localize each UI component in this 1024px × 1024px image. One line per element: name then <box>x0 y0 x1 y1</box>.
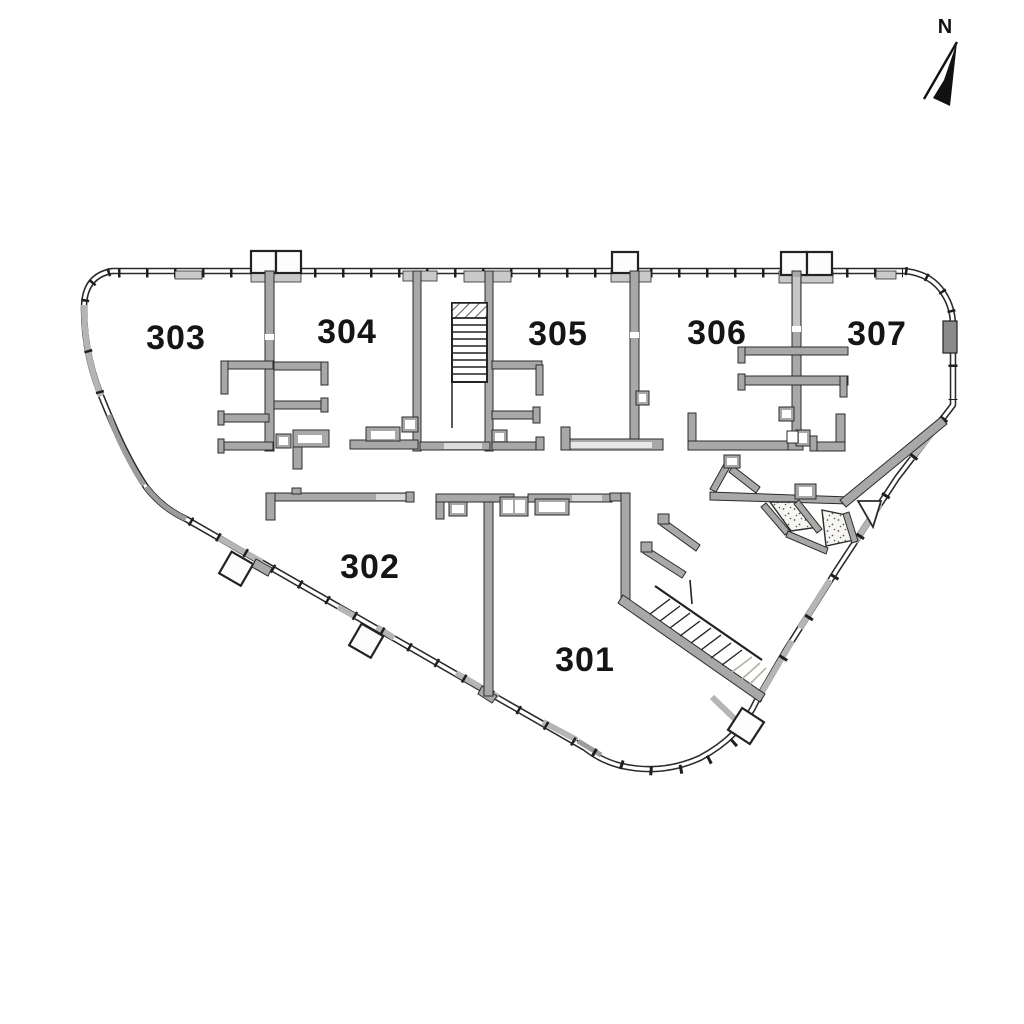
room-label-304: 304 <box>317 313 377 351</box>
window-pier <box>942 320 958 354</box>
room-306-partitions <box>687 346 849 451</box>
north-arrow-icon: N <box>922 16 959 106</box>
service-entry-stubs <box>640 513 701 579</box>
stair-treads <box>452 317 487 375</box>
room-label-307: 307 <box>847 315 907 353</box>
room-label-302: 302 <box>340 548 400 586</box>
room-label-305: 305 <box>528 315 588 353</box>
room-304-partitions <box>273 361 419 470</box>
triangle-room <box>856 500 883 530</box>
room-label-306: 306 <box>687 314 747 352</box>
bath-divider-walls <box>760 499 859 555</box>
service-spine-wall <box>839 416 948 508</box>
room-307-partitions <box>786 413 846 452</box>
diagonal-corridor-wall <box>617 594 766 703</box>
north-label: N <box>938 16 952 38</box>
room-labels: 303 304 305 306 307 302 301 <box>146 313 907 679</box>
stair-landing-hatch <box>451 302 488 319</box>
room-305-partitions <box>491 360 664 451</box>
room-label-301: 301 <box>555 641 615 679</box>
exterior-wall-solid-segments <box>81 304 939 758</box>
service-core <box>617 416 948 703</box>
room-label-303: 303 <box>146 319 206 357</box>
stairwell <box>419 302 491 451</box>
service-junction-walls <box>709 454 761 494</box>
diagonal-staircase <box>649 579 767 685</box>
room-303-partitions <box>217 360 274 454</box>
room-302-walls <box>265 487 494 697</box>
corridor-walls <box>435 492 631 602</box>
